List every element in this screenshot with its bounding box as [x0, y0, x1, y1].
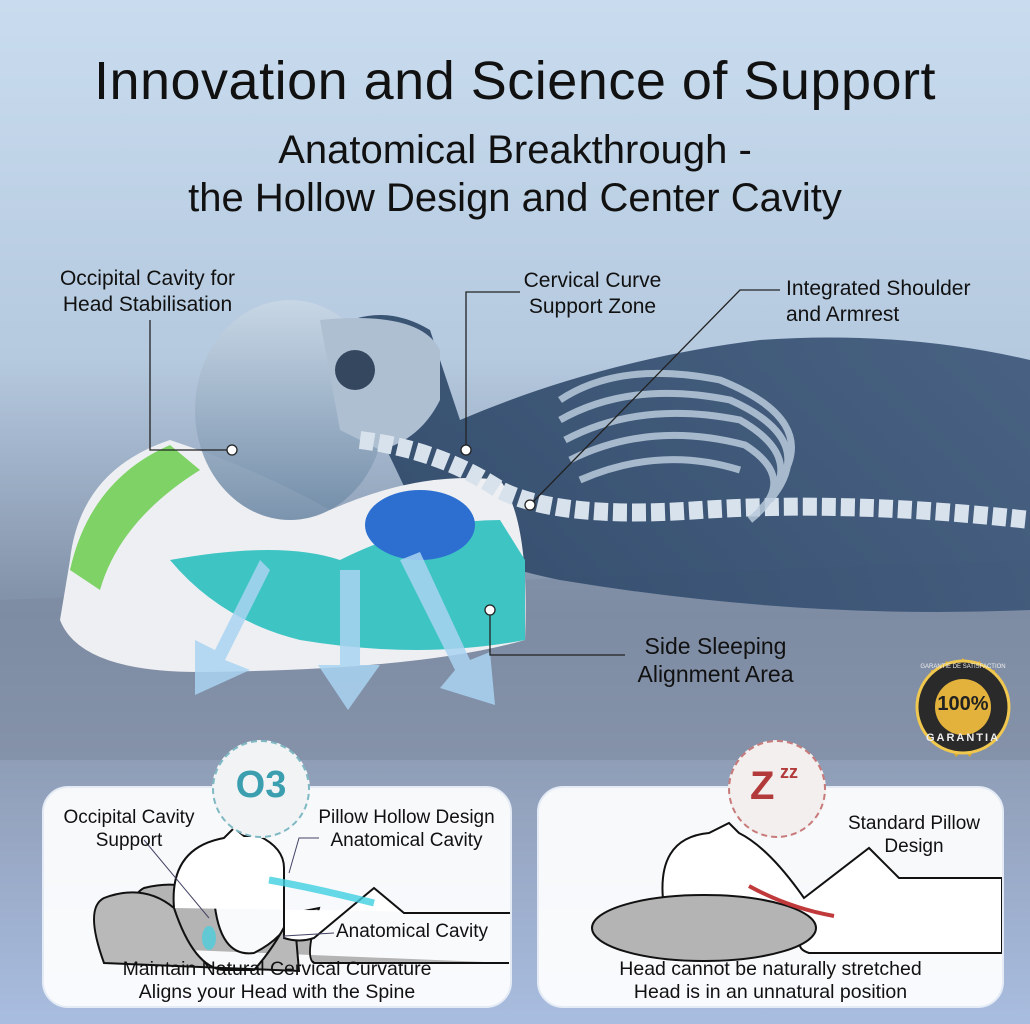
- right-caption-line2: Head is in an unnatural position: [633, 981, 908, 1003]
- badge-bottom-text: GARANTIA: [925, 732, 1001, 744]
- standard-pillow-diagram: [591, 821, 1002, 962]
- callout-side-line2: Alignment Area: [637, 661, 794, 687]
- left-panel-caption: Maintain Natural Cervical Curvature Alig…: [44, 958, 510, 1004]
- subtitle-line-1: Anatomical Breakthrough -: [278, 128, 752, 172]
- hollow-design-diagram: [93, 826, 510, 973]
- label-standard-pillow: Standard Pillow Design: [834, 812, 994, 858]
- ribcage: [558, 369, 795, 523]
- airflow-arrows: [195, 552, 495, 710]
- hollow-design-panel: Occipital Cavity Support Pillow Hollow D…: [42, 786, 512, 1008]
- guarantee-badge: 100% GARANTIE DE SATISFACTION GARANTIA: [902, 646, 1024, 768]
- label-hollow-design: Pillow Hollow Design Anatomical Cavity: [309, 806, 504, 852]
- label-hollow-line1: Pillow Hollow Design: [318, 807, 495, 828]
- callout-occipital-line1: Occipital Cavity for: [59, 267, 236, 290]
- callout-shoulder: Integrated Shoulder and Armrest: [786, 276, 1001, 328]
- label-anatomical-cavity: Anatomical Cavity: [336, 921, 489, 942]
- subtitle-line-2: the Hollow Design and Center Cavity: [188, 176, 842, 220]
- sleep-zzz-icon: Z zz: [728, 740, 826, 838]
- label-standard-line2: Design: [884, 836, 944, 857]
- ozone-icon-text: O3: [235, 764, 287, 806]
- label-standard-line1: Standard Pillow: [847, 813, 981, 834]
- label-occipital-support: Occipital Cavity Support: [54, 806, 204, 852]
- label-hollow-line2: Anatomical Cavity: [330, 830, 483, 851]
- right-panel-caption: Head cannot be naturally stretched Head …: [539, 958, 1002, 1004]
- badge-top-text: GARANTIE DE SATISFACTION: [920, 664, 1006, 670]
- right-caption-line1: Head cannot be naturally stretched: [619, 958, 922, 980]
- label-occipital-line2: Support: [95, 830, 163, 851]
- callout-side-line1: Side Sleeping: [644, 633, 787, 659]
- page-title: Innovation and Science of Support: [93, 51, 937, 111]
- label-occipital-line1: Occipital Cavity: [63, 807, 195, 828]
- ozone-icon: O3: [212, 740, 310, 838]
- callout-shoulder-line1: Integrated Shoulder: [786, 277, 971, 300]
- callout-occipital-line2: Head Stabilisation: [62, 293, 233, 316]
- badge-percent: 100%: [937, 693, 989, 715]
- callout-cervical-line2: Support Zone: [528, 295, 657, 318]
- zzz-icon-sup: zz: [780, 762, 798, 782]
- callout-side-sleeping: Side Sleeping Alignment Area: [618, 632, 813, 688]
- skull: [195, 300, 440, 520]
- callout-occipital: Occipital Cavity for Head Stabilisation: [40, 266, 255, 318]
- left-caption-line1: Maintain Natural Cervical Curvature: [122, 958, 432, 980]
- callout-shoulder-line2: and Armrest: [786, 303, 900, 326]
- zzz-icon-text: Z: [750, 764, 775, 808]
- callout-lines: [149, 289, 780, 656]
- callout-cervical: Cervical Curve Support Zone: [510, 268, 675, 320]
- spine: [358, 431, 1030, 529]
- left-caption-line2: Aligns your Head with the Spine: [138, 981, 416, 1003]
- callout-cervical-line1: Cervical Curve: [523, 269, 662, 292]
